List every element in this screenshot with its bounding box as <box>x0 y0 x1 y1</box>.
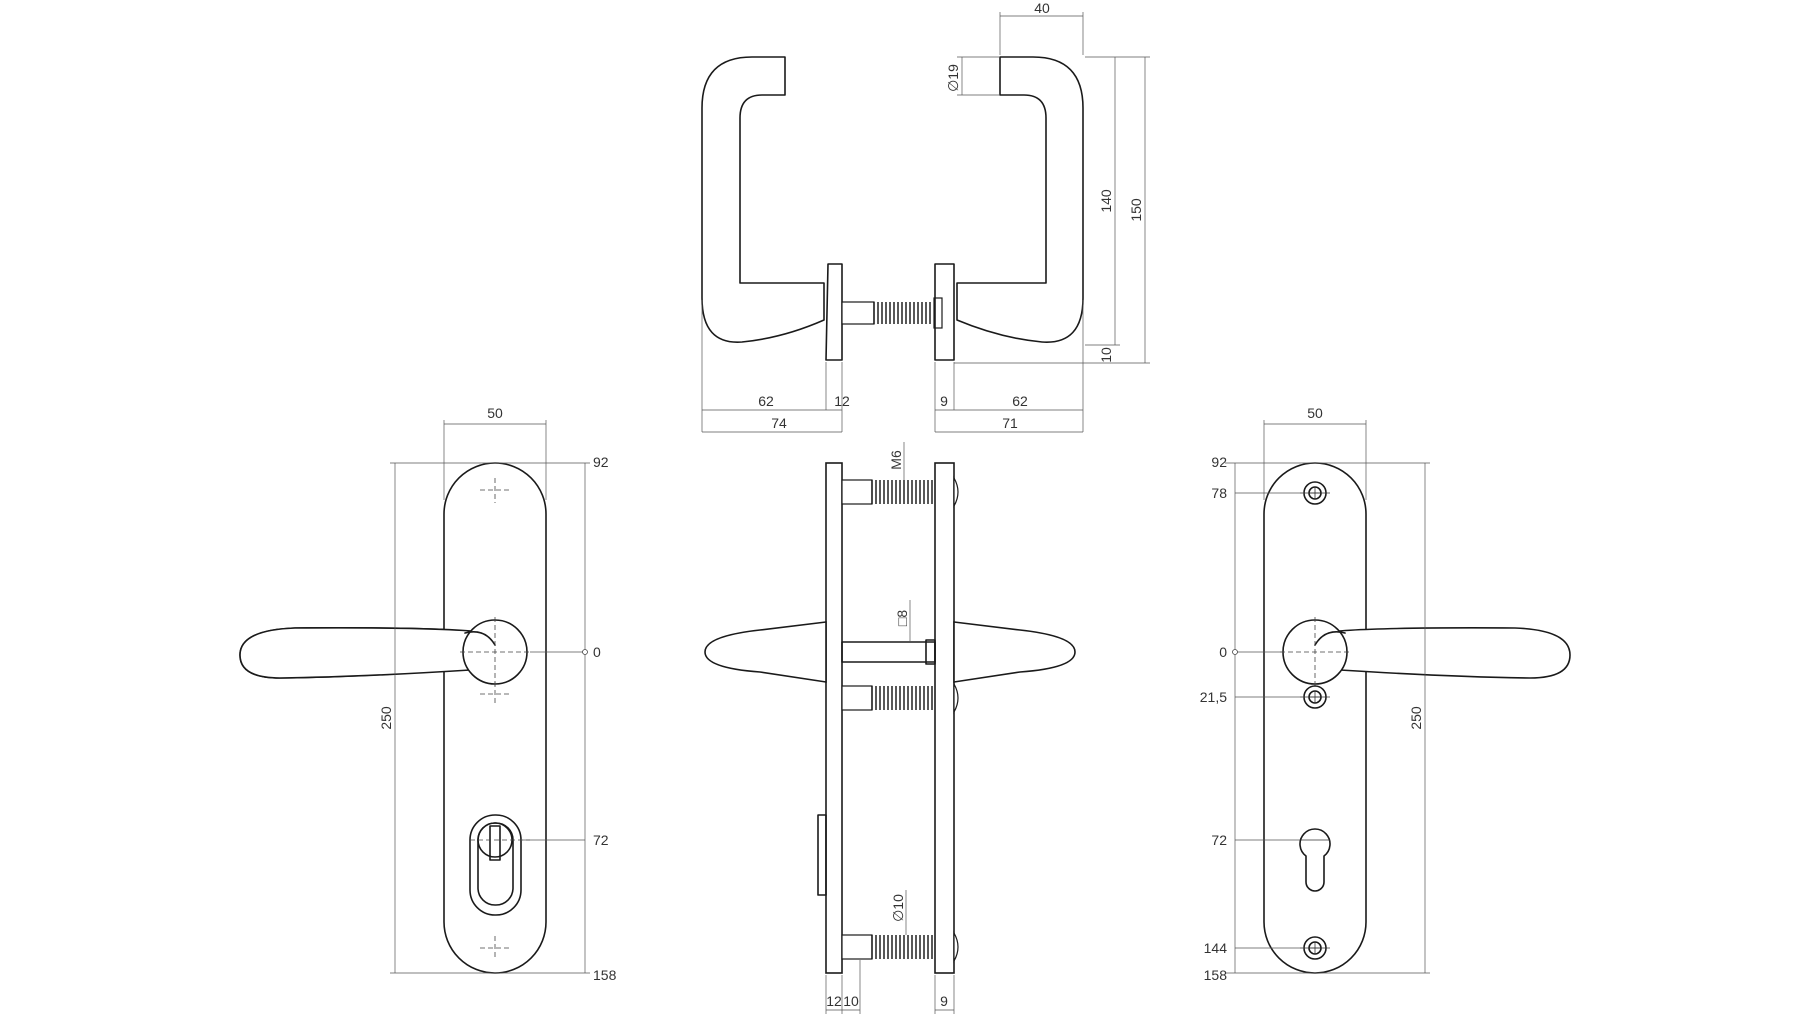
right-cylinder-keyhole <box>1299 828 1331 892</box>
dim-label-dia-19: ∅19 <box>945 64 961 92</box>
top-screw-thread <box>873 302 931 324</box>
right-dim-144: 144 <box>1204 940 1228 956</box>
mid-dim-10: 10 <box>843 993 859 1009</box>
mid-dim-dia-10: ∅10 <box>890 894 906 922</box>
top-screw-head <box>933 297 943 329</box>
top-screw-collar <box>841 301 875 325</box>
mid-screw-bottom <box>841 930 959 964</box>
left-dim-250: 250 <box>378 706 394 730</box>
left-dim-50: 50 <box>487 405 503 421</box>
right-dim-21-5: 21,5 <box>1200 689 1227 705</box>
left-dim-72: 72 <box>593 832 609 848</box>
mid-screw-middle <box>841 681 959 715</box>
mid-latch-block <box>817 814 827 896</box>
left-dim-0: 0 <box>593 644 601 660</box>
left-key-cover <box>489 825 501 861</box>
right-dim-158: 158 <box>1204 967 1228 983</box>
right-backplate <box>1263 462 1367 974</box>
right-dim-92: 92 <box>1211 454 1227 470</box>
dim-label-62-right: 62 <box>1012 393 1028 409</box>
top-dimensions <box>701 12 1150 433</box>
right-dim-250: 250 <box>1408 706 1424 730</box>
right-dim-78: 78 <box>1211 485 1227 501</box>
mid-dimensions <box>825 442 955 1014</box>
mid-left-lever <box>704 621 827 683</box>
right-lever <box>1320 627 1571 679</box>
right-dim-0: 0 <box>1219 644 1227 660</box>
mid-dim-12: 12 <box>826 993 842 1009</box>
left-lever-overlay <box>239 627 490 679</box>
left-dim-92: 92 <box>593 454 609 470</box>
mid-square-spindle <box>841 641 936 663</box>
right-dimensions <box>1225 420 1430 974</box>
left-hole-markers <box>460 478 530 960</box>
top-view: 40 ∅19 140 150 10 62 12 74 9 62 71 <box>701 0 1150 433</box>
left-lever-neck <box>464 631 496 646</box>
left-dim-158: 158 <box>593 967 617 983</box>
dim-label-150: 150 <box>1128 198 1144 222</box>
right-lever-neck <box>1314 631 1346 646</box>
dim-label-10: 10 <box>1098 347 1114 363</box>
left-dimensions <box>390 420 590 974</box>
left-cylinder-escutcheon <box>469 814 522 916</box>
right-dim-50: 50 <box>1307 405 1323 421</box>
dim-label-12-top: 12 <box>834 393 850 409</box>
mid-spindle-end <box>925 639 936 665</box>
dim-label-74: 74 <box>771 415 787 431</box>
mid-dim-square-8: □8 <box>894 610 910 626</box>
top-right-rose <box>934 263 955 361</box>
top-left-rose <box>825 263 843 361</box>
top-right-handle <box>956 56 1084 343</box>
top-left-handle <box>701 56 825 343</box>
left-backplate <box>443 462 547 974</box>
left-front-view: 50 92 0 250 72 158 <box>239 405 617 983</box>
right-dim-72: 72 <box>1211 832 1227 848</box>
middle-side-view: M6 □8 ∅10 12 10 9 <box>704 442 1076 1014</box>
mid-screw-top <box>841 475 959 509</box>
dim-label-40: 40 <box>1034 0 1050 16</box>
mid-right-plate <box>934 462 955 974</box>
dim-label-9-top: 9 <box>940 393 948 409</box>
mid-dim-m6: M6 <box>888 450 904 470</box>
dim-label-71: 71 <box>1002 415 1018 431</box>
dim-label-140: 140 <box>1098 189 1114 213</box>
mid-right-lever <box>953 621 1076 683</box>
mid-dim-9: 9 <box>940 993 948 1009</box>
mid-left-plate <box>825 462 843 974</box>
dim-label-62-left: 62 <box>758 393 774 409</box>
right-rear-view: 50 92 78 0 21,5 250 72 144 158 <box>1200 405 1571 983</box>
